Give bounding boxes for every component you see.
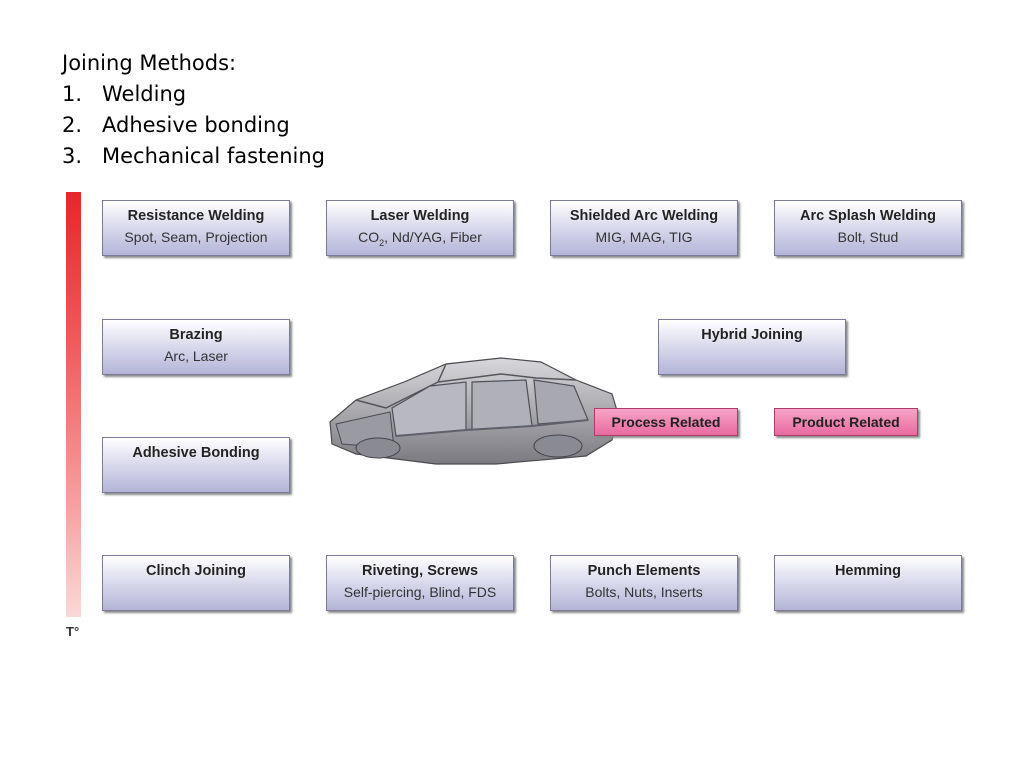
box-subtitle: Bolts, Nuts, Inserts	[585, 584, 703, 600]
list-label: Mechanical fastening	[102, 144, 325, 168]
list-item: 3. Mechanical fastening	[62, 141, 325, 172]
box-title: Laser Welding	[370, 208, 470, 224]
box-subtitle: Bolt, Stud	[837, 229, 899, 245]
box-title: Arc Splash Welding	[800, 208, 936, 224]
intro-heading: Joining Methods:	[62, 51, 237, 75]
list-item: 1. Welding	[62, 79, 325, 110]
temperature-axis-label: T°	[66, 624, 80, 639]
box-title: Hemming	[834, 563, 902, 579]
box-resistance-welding: Resistance Welding Spot, Seam, Projectio…	[102, 200, 290, 256]
box-shielded-arc-welding: Shielded Arc Welding MIG, MAG, TIG	[550, 200, 738, 256]
box-punch-elements: Punch Elements Bolts, Nuts, Inserts	[550, 555, 738, 611]
subtitle-subscript: 2	[379, 237, 385, 248]
box-title: Riveting, Screws	[361, 563, 479, 579]
list-number: 1.	[62, 82, 83, 106]
list-number: 2.	[62, 113, 83, 137]
box-hemming: Hemming	[774, 555, 962, 611]
box-subtitle: MIG, MAG, TIG	[595, 229, 693, 245]
box-title: Hybrid Joining	[701, 327, 803, 343]
box-brazing: Brazing Arc, Laser	[102, 319, 290, 375]
subtitle-co: CO	[358, 229, 380, 245]
list-item: 2. Adhesive bonding	[62, 110, 325, 141]
list-label: Adhesive bonding	[102, 113, 290, 137]
list-number: 3.	[62, 144, 83, 168]
box-hybrid-joining: Hybrid Joining	[658, 319, 846, 375]
box-title: Adhesive Bonding	[132, 445, 260, 461]
box-laser-welding: Laser Welding CO2, Nd/YAG, Fiber	[326, 200, 514, 256]
box-subtitle: Spot, Seam, Projection	[124, 229, 268, 245]
box-title: Clinch Joining	[146, 563, 246, 579]
box-riveting-screws: Riveting, Screws Self-piercing, Blind, F…	[326, 555, 514, 611]
box-clinch-joining: Clinch Joining	[102, 555, 290, 611]
box-subtitle: CO2, Nd/YAG, Fiber	[327, 229, 513, 248]
box-arc-splash-welding: Arc Splash Welding Bolt, Stud	[774, 200, 962, 256]
temperature-gradient-bar	[66, 192, 81, 617]
box-adhesive-bonding: Adhesive Bonding	[102, 437, 290, 493]
box-title: Resistance Welding	[127, 208, 265, 224]
tag-product-related: Product Related	[774, 408, 918, 436]
subtitle-rest: , Nd/YAG, Fiber	[384, 229, 482, 245]
tag-process-related: Process Related	[594, 408, 738, 436]
car-body-illustration	[329, 357, 619, 465]
box-title: Punch Elements	[587, 563, 701, 579]
intro-text: Joining Methods: 1. Welding 2. Adhesive bo…	[62, 48, 325, 172]
box-title: Brazing	[169, 327, 223, 343]
box-subtitle: Arc, Laser	[164, 348, 228, 364]
list-label: Welding	[102, 82, 187, 106]
box-subtitle: Self-piercing, Blind, FDS	[343, 584, 497, 600]
box-title: Shielded Arc Welding	[569, 208, 719, 224]
